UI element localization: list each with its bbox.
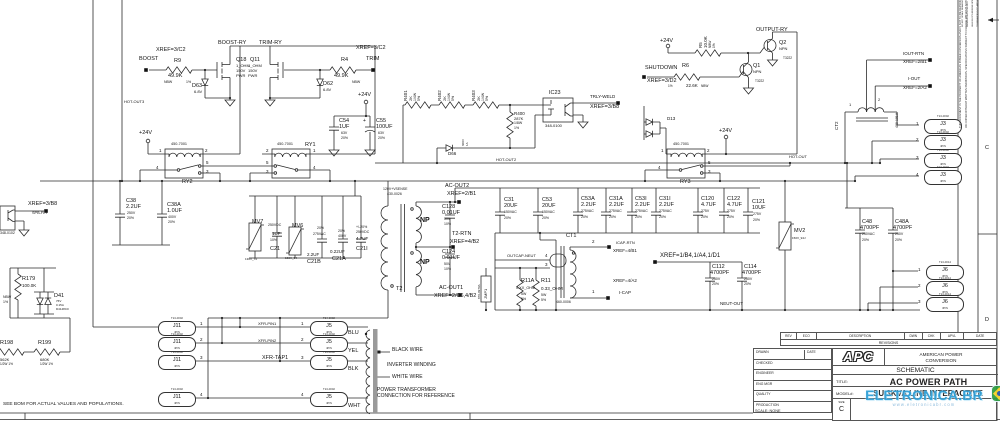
eco-col: ECO: [797, 333, 817, 339]
model-row: MODEL#: SU 3KVA LINE INTERACTIVE: [833, 387, 998, 399]
signoff-label: ENGINEER: [756, 371, 774, 376]
signoff-label: CHECKED: [756, 360, 773, 365]
signoff-table: DRAWN DATE CHECKED ENGINEER ENG MGR QUAL…: [753, 348, 832, 413]
signoff-date-label: DATE: [804, 350, 816, 360]
company-line-1: AMERICAN POWER: [919, 352, 963, 357]
description-col: DESCRIPTION: [817, 333, 905, 339]
number-row: SIZE C: [833, 399, 998, 421]
signoff-label: QUALITY: [756, 392, 771, 397]
watermark: ELETRONICA.BR www.eletronicabr.com: [845, 386, 1000, 407]
watermark-url: www.eletronicabr.com: [892, 401, 956, 407]
size-cell: SIZE C: [833, 399, 851, 421]
border-corner-note-3: UNLESS OTHERWISE SPECIFIED: [972, 0, 974, 27]
signoff-row-drawn: DRAWN DATE: [754, 349, 831, 360]
doc-type: SCHEMATIC: [833, 366, 998, 375]
watermark-text: ELETRONICA.BR: [865, 387, 983, 403]
company-name: AMERICAN POWER CONVERSION: [885, 349, 997, 366]
border-corner-note-4: TOLERANCES NOT APPLICABLE: [977, 0, 979, 27]
size-label: SIZE: [838, 400, 845, 404]
apvl-col: APVL: [941, 333, 965, 339]
date-col: DATE: [976, 334, 985, 338]
doc-model: SU 3KVA LINE INTERACTIVE: [873, 389, 983, 398]
signoff-row-checked: CHECKED: [754, 360, 831, 371]
border-corner-note-2: DIMENSIONS IN INCHES: [967, 1, 969, 27]
title-block: REV ECO DESCRIPTION DWN CHK APVL DATE RE…: [753, 332, 998, 421]
revision-table: REV ECO DESCRIPTION DWN CHK APVL DATE RE…: [780, 332, 997, 346]
revisions-caption: REVISIONS: [878, 341, 899, 345]
watermark-flag-icon: [992, 386, 1000, 401]
apc-logo: APC: [833, 349, 885, 366]
signoff-label: PRODUCTION: [756, 402, 779, 407]
size-value: C: [838, 406, 845, 413]
doc-title: AC POWER PATH: [889, 376, 968, 387]
title-row: TITLE: AC POWER PATH: [833, 375, 998, 387]
rev-col: REV: [781, 333, 797, 339]
title-block-main: APC AMERICAN POWER CONVERSION SCHEMATIC …: [832, 348, 998, 421]
model-label: MODEL#:: [836, 391, 854, 396]
signoff-row-quality: QUALITY: [754, 391, 831, 402]
revision-table-header: REV ECO DESCRIPTION DWN CHK APVL DATE: [781, 333, 996, 340]
signoff-row-engmgr: ENG MGR: [754, 381, 831, 392]
signoff-label: DRAWN: [756, 350, 769, 354]
company-line-2: CONVERSION: [925, 357, 957, 363]
signoff-row-production: PRODUCTION: [754, 402, 831, 413]
title-label: TITLE:: [836, 379, 849, 384]
scale-note: SCALE: NONE: [755, 409, 781, 413]
border-corner-note-1: DO NOT SCALE DRAWING: [962, 0, 964, 27]
signoff-row-engineer: ENGINEER: [754, 370, 831, 381]
dwn-col: DWN: [905, 333, 923, 339]
chk-col: CHK: [923, 333, 941, 339]
signoff-label: ENG MGR: [756, 381, 773, 386]
